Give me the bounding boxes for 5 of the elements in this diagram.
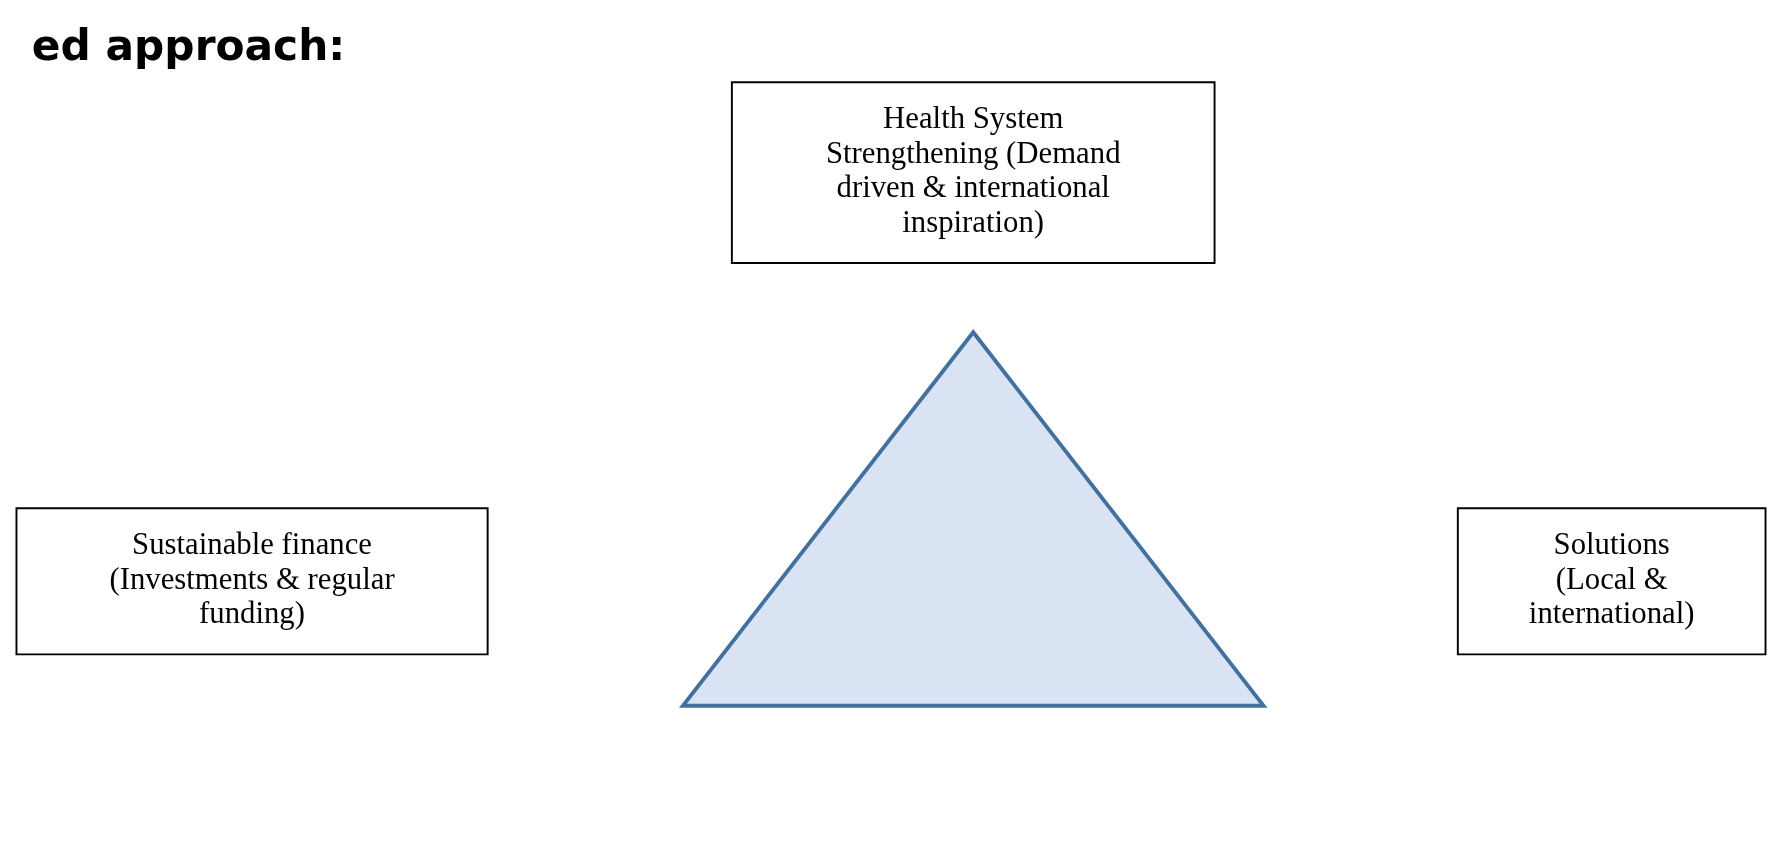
node-box: Health System Strengthening (Demand driven & international inspiration) [730, 80, 1216, 264]
node-box: Solutions (Local & international) [1456, 506, 1767, 655]
node-box: Sustainable finance (Investments & regular funding) [15, 506, 489, 655]
diagram-title: ed approach: [31, 20, 346, 70]
node-triangle [678, 328, 1268, 708]
